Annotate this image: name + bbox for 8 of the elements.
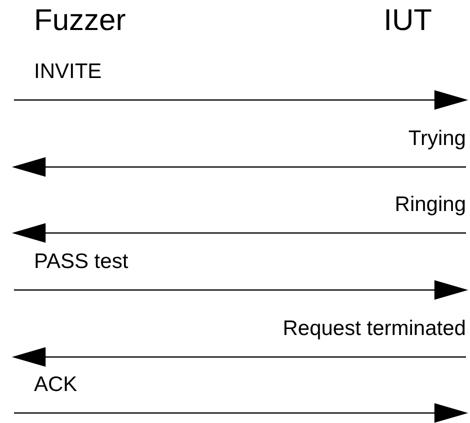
message-label: Ringing <box>394 193 466 217</box>
message-label: ACK <box>34 373 78 397</box>
message-label: INVITE <box>34 60 102 84</box>
message-label: Trying <box>408 127 466 151</box>
message-label: PASS test <box>34 250 128 274</box>
participant-name: Fuzzer <box>34 4 126 38</box>
message-label: Request terminated <box>282 317 466 341</box>
participant-name: IUT <box>384 4 432 38</box>
